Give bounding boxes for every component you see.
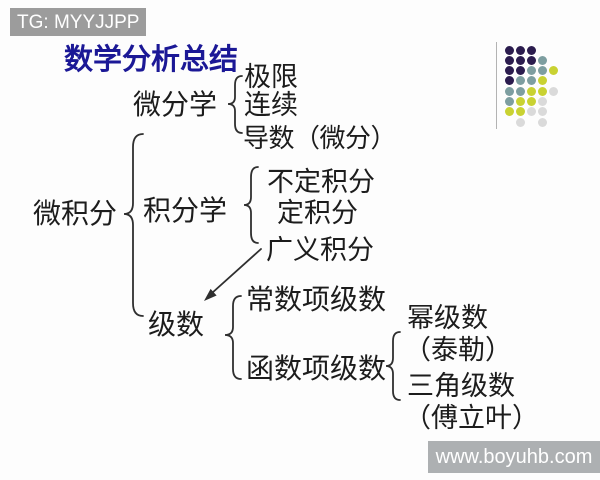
pattern-dot bbox=[549, 66, 558, 76]
pattern-dot bbox=[527, 76, 536, 86]
node-trig-series: 三角级数 bbox=[407, 371, 515, 401]
pattern-dot bbox=[538, 55, 547, 65]
watermark-text-top: TG: MYYJJPP bbox=[17, 11, 140, 33]
pattern-dot bbox=[505, 107, 514, 117]
brace-differential bbox=[227, 75, 243, 134]
pattern-dot bbox=[538, 66, 547, 76]
pattern-dot bbox=[505, 86, 514, 96]
watermark-badge-top-left: TG: MYYJJPP bbox=[10, 8, 146, 36]
node-series: 级数 bbox=[148, 310, 205, 341]
pattern-dot bbox=[505, 76, 514, 86]
node-power-series-note: （泰勒） bbox=[404, 335, 512, 365]
brace-series bbox=[224, 295, 242, 380]
watermark-badge-bottom-right: www.boyuhb.com bbox=[428, 441, 600, 473]
node-indefinite-integral: 不定积分 bbox=[267, 167, 375, 197]
pattern-dot bbox=[538, 76, 547, 86]
node-integral-calculus: 积分学 bbox=[143, 196, 228, 227]
watermark-text-bottom: www.boyuhb.com bbox=[435, 446, 593, 468]
node-function-series: 函数项级数 bbox=[246, 354, 387, 385]
pattern-dot bbox=[516, 55, 525, 65]
pattern-dot bbox=[505, 55, 514, 65]
vertical-divider-line bbox=[496, 42, 497, 129]
node-constant-series: 常数项级数 bbox=[246, 285, 387, 316]
pattern-dot bbox=[516, 117, 525, 127]
pattern-dot bbox=[505, 97, 514, 106]
pattern-dot bbox=[527, 86, 536, 96]
node-continuity: 连续 bbox=[244, 90, 298, 120]
pattern-dot bbox=[527, 97, 536, 106]
node-limits: 极限 bbox=[244, 62, 298, 92]
dot-pattern bbox=[494, 42, 572, 137]
pattern-dot bbox=[538, 117, 547, 127]
brace-function-series bbox=[385, 331, 401, 401]
pattern-dot bbox=[527, 55, 536, 65]
pattern-dot bbox=[516, 66, 525, 76]
pattern-dot bbox=[505, 66, 514, 76]
node-trig-series-note: （傅立叶） bbox=[404, 403, 539, 433]
node-improper-integral: 广义积分 bbox=[266, 235, 374, 265]
pattern-dot bbox=[538, 86, 547, 96]
pattern-dot bbox=[527, 45, 536, 55]
pattern-dot bbox=[538, 107, 547, 117]
pattern-dot bbox=[538, 97, 547, 106]
pattern-dot bbox=[549, 86, 558, 96]
brace-integral bbox=[243, 166, 259, 244]
arrow-integral-to-series bbox=[204, 248, 262, 301]
node-power-series: 幂级数 bbox=[407, 303, 488, 333]
node-definite-integral: 定积分 bbox=[277, 198, 358, 228]
slide-title: 数学分析总结 bbox=[64, 44, 239, 76]
pattern-dot bbox=[516, 45, 525, 55]
pattern-dot bbox=[527, 107, 536, 117]
node-derivative: 导数（微分） bbox=[243, 124, 397, 153]
pattern-dot bbox=[516, 76, 525, 86]
pattern-dot bbox=[516, 86, 525, 96]
pattern-dot bbox=[527, 66, 536, 76]
brace-calculus bbox=[123, 133, 144, 317]
node-differential-calculus: 微分学 bbox=[133, 90, 218, 121]
pattern-dot bbox=[516, 107, 525, 117]
pattern-dot bbox=[505, 45, 514, 55]
pattern-dot bbox=[516, 97, 525, 106]
node-calculus-root: 微积分 bbox=[33, 199, 118, 230]
